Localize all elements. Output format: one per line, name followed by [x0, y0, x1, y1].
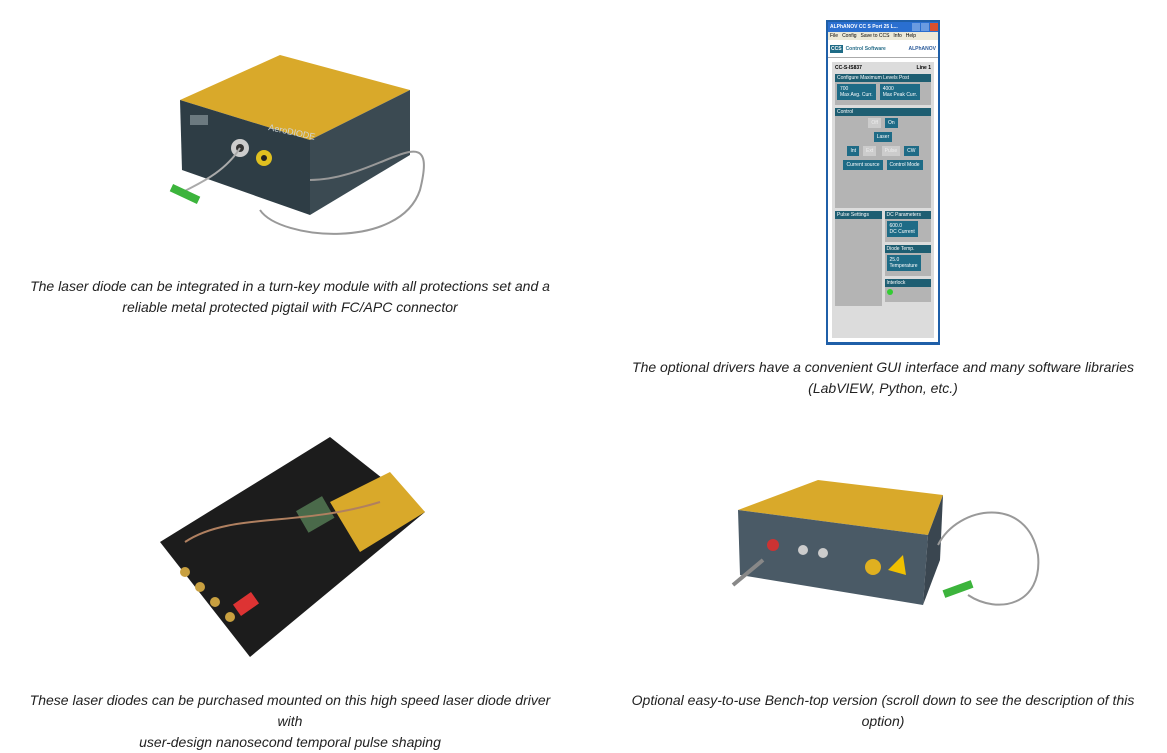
interlock-led-icon: [886, 289, 893, 295]
group-title: Interlock: [884, 279, 931, 287]
group-title: DC Parameters: [884, 211, 931, 219]
group-title: Control: [835, 108, 931, 116]
laser-module-photo: AeroDIODE: [169, 55, 425, 235]
pulse-settings-group: Pulse Settings: [835, 211, 882, 306]
driver-board-photo: [160, 437, 425, 657]
device-id: CC-S-IS837: [835, 65, 862, 71]
group-title: Configure Maximum Levels Post: [835, 74, 931, 82]
caption-line: user-design nanosecond temporal pulse sh…: [139, 734, 441, 750]
menu-item: Config: [842, 33, 857, 39]
brand-logo: ALPhANOV: [908, 45, 937, 52]
group-title: Pulse Settings: [835, 211, 882, 219]
benchtop-photo: [731, 480, 1040, 606]
caption-line: (LabVIEW, Python, etc.): [808, 380, 958, 396]
menu-item: File: [830, 33, 839, 39]
caption-line: Optional easy-to-use Bench-top version (…: [631, 692, 1135, 708]
laser-label: Laser: [873, 132, 893, 142]
caption-line: reliable metal protected pigtail with FC…: [122, 299, 458, 315]
menu-item: Save to CCS: [860, 33, 890, 39]
caption-line: These laser diodes can be purchased moun…: [29, 692, 551, 729]
menu-item: Info: [893, 33, 902, 39]
cw-tile: CW: [904, 146, 919, 156]
caption-driver-board: These laser diodes can be purchased moun…: [20, 690, 560, 753]
group-title: Diode Temp.: [884, 245, 931, 253]
int-tile: Int: [847, 146, 860, 156]
line-label: Line 1: [916, 65, 931, 71]
close-icon: [930, 23, 938, 31]
caption-line: option): [861, 713, 905, 729]
on-tile: On: [884, 118, 898, 128]
current-source-label: Current source: [843, 160, 883, 170]
caption-module: The laser diode can be integrated in a t…: [20, 276, 560, 318]
off-tile: Off: [868, 118, 881, 128]
interlock-group: Interlock: [884, 279, 931, 302]
gui-title: ALPhANOV CC S Port 25 L...: [830, 24, 898, 30]
gui-titlebar: ALPhANOV CC S Port 25 L...: [828, 22, 938, 32]
caption-line: The laser diode can be integrated in a t…: [30, 278, 550, 294]
control-mode-label: Control Mode: [886, 160, 923, 170]
ext-tile: Ext: [863, 146, 877, 156]
menu-item: Help: [905, 33, 917, 39]
gui-header-title: Control Software: [845, 45, 886, 52]
caption-line: The optional drivers have a convenient G…: [632, 359, 1134, 375]
ccs-logo: CCS: [830, 44, 843, 53]
caption-benchtop: Optional easy-to-use Bench-top version (…: [613, 690, 1153, 732]
caption-gui: The optional drivers have a convenient G…: [613, 357, 1153, 399]
pulse-tile: Pulse: [881, 146, 901, 156]
